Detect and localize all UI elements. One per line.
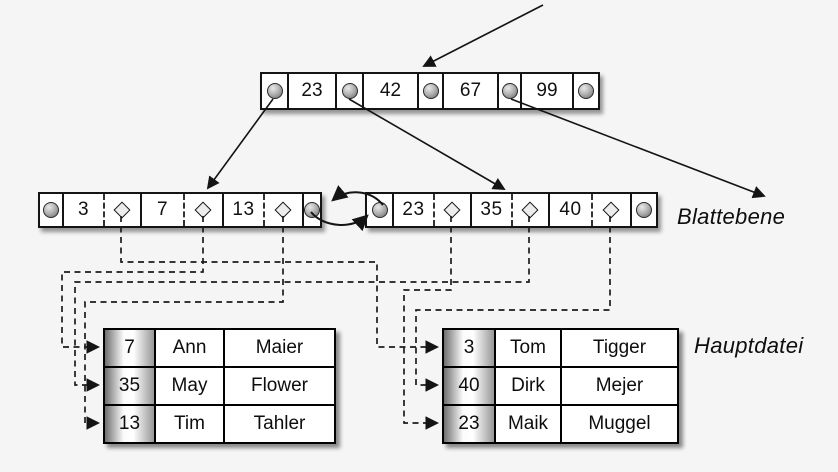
main-file-table-left: 7 Ann Maier 35 May Flower 13 Tim Tahler [103,328,336,444]
main-file-table-right: 3 Tom Tigger 40 Dirk Mejer 23 Maik Mugge… [442,328,679,444]
root-pointer2-to-right-leaf [348,98,506,190]
incoming-pointer-to-root [422,4,544,67]
cell-divider [590,194,593,226]
pointer-circle-icon [341,83,358,99]
leaf-level-label: Blattebene [677,204,786,229]
cell-divider [262,194,265,226]
root-key: 42 [379,80,402,101]
record-row: 40 Dirk Mejer [444,366,677,404]
record-lastname: Maier [223,330,334,366]
cell-divider [432,194,435,226]
leaf-key: 40 [559,199,582,220]
root-key: 99 [536,80,558,101]
leaf-node-left: 3 7 13 [38,192,322,228]
leaf-next-pointer-cell [632,194,656,226]
record-key: 35 [105,368,154,404]
record-row: 7 Ann Maier [105,330,334,366]
root-key-cell: 67 [444,74,499,108]
leaf-key: 23 [402,199,425,220]
record-firstname: Maik [494,406,560,442]
record-firstname: May [154,368,223,404]
record-pointer-diamond-icon [113,201,131,219]
record-row: 23 Maik Muggel [444,404,677,442]
root-pointer-cell-4 [499,74,522,108]
cell-divider [102,194,105,226]
leaf-key: 3 [77,199,90,220]
record-row: 35 May Flower [105,366,334,404]
record-pointer-diamond-icon [443,201,461,219]
leaf-key: 13 [232,199,255,220]
record-lastname: Flower [223,368,334,404]
record-lastname: Muggel [560,406,677,442]
pointer-circle-icon [371,202,388,218]
root-pointer-cell-3 [419,74,444,108]
leaf-entry-cell: 13 [224,194,304,226]
record-key: 7 [105,330,154,366]
leaf-entry-cell: 7 [142,194,224,226]
record-firstname: Tim [154,406,223,442]
record-key: 3 [444,330,494,366]
leaf-entry-cell: 40 [550,194,632,226]
record-pointer-diamond-icon [274,201,292,219]
record-pointer-diamond-icon [521,201,539,219]
record-lastname: Tigger [560,330,677,366]
record-key: 40 [444,368,494,404]
record-row: 13 Tim Tahler [105,404,334,442]
main-file-label: Hauptdatei [694,333,804,358]
leaf-key: 35 [480,199,503,220]
record-pointer-diamond-icon [602,201,620,219]
root-node: 23 42 67 99 [260,72,600,110]
cell-divider [510,194,513,226]
root-key: 67 [459,80,482,101]
leaf-entry-cell: 3 [64,194,142,226]
pointer-circle-icon [43,202,59,218]
record-lastname: Mejer [560,368,677,404]
record-key: 23 [444,406,494,442]
pointer-circle-icon [304,202,320,218]
root-pointer4-to-next-leaf [510,98,766,199]
pointer-circle-icon [266,83,283,99]
root-pointer-cell-1 [262,74,289,108]
root-key: 23 [301,80,323,101]
pointer-circle-icon [578,83,594,99]
leaf-key: 7 [156,199,169,220]
root-pointer-cell-5 [574,74,598,108]
root-pointer-cell-2 [337,74,364,108]
record-firstname: Ann [154,330,223,366]
leaf-prev-pointer-cell [367,194,394,226]
root-key-cell: 99 [522,74,574,108]
pointer-circle-icon [501,83,518,99]
leaf-entry-cell: 35 [472,194,550,226]
leaf-next-pointer-cell [304,194,320,226]
leaf-prev-pointer-cell [40,194,64,226]
pointer-circle-icon [422,83,439,99]
pointer-circle-icon [636,202,652,218]
record-key: 13 [105,406,154,442]
record-firstname: Tom [494,330,560,366]
record-row: 3 Tom Tigger [444,330,677,366]
root-key-cell: 23 [289,74,337,108]
root-key-cell: 42 [364,74,419,108]
root-pointer1-to-left-leaf [206,98,274,190]
record-firstname: Dirk [494,368,560,404]
record-lastname: Tahler [223,406,334,442]
cell-divider [182,194,185,226]
record-pointer-diamond-icon [194,201,212,219]
leaf-node-right: 23 35 40 [365,192,658,228]
leaf-entry-cell: 23 [394,194,472,226]
